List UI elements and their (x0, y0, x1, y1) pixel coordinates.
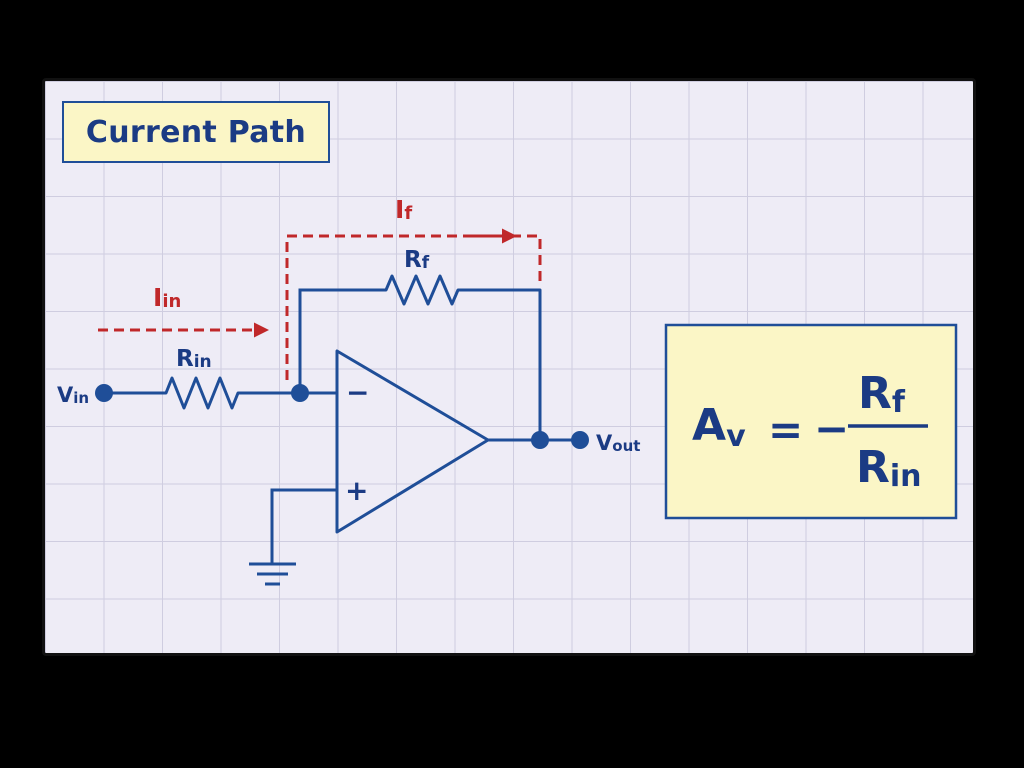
ground-wire (270, 488, 337, 563)
output-node (531, 431, 549, 449)
gain-formula: Av = − Rf Rin (692, 368, 928, 494)
iin-label: Iin (153, 283, 181, 312)
vout-label: Vout (596, 431, 640, 455)
if-label: If (395, 195, 412, 224)
op-amp-triangle (335, 349, 490, 534)
gain-denominator: Rin (856, 442, 922, 494)
vout-terminal (571, 431, 589, 449)
vin-terminal (95, 384, 113, 402)
rf-resistor (378, 274, 542, 440)
plus-input-sign: + (345, 474, 368, 507)
if-current-path (285, 234, 542, 380)
diagram-title: Current Path (85, 114, 307, 150)
title-box: Current Path (62, 101, 330, 163)
gain-lhs: Av (692, 400, 746, 454)
feedback-wire-left (298, 288, 378, 393)
minus-input-sign: − (346, 376, 369, 409)
summing-node (291, 384, 309, 402)
ground-icon (249, 562, 296, 586)
rin-label: Rin (176, 346, 212, 372)
vin-label: Vin (57, 383, 89, 407)
formula-box (664, 323, 958, 520)
rf-label: Rf (404, 247, 430, 273)
gain-numerator: Rf (858, 368, 906, 420)
gain-equals: = (768, 405, 803, 454)
rin-resistor (158, 376, 300, 410)
gain-sign: − (814, 404, 849, 453)
